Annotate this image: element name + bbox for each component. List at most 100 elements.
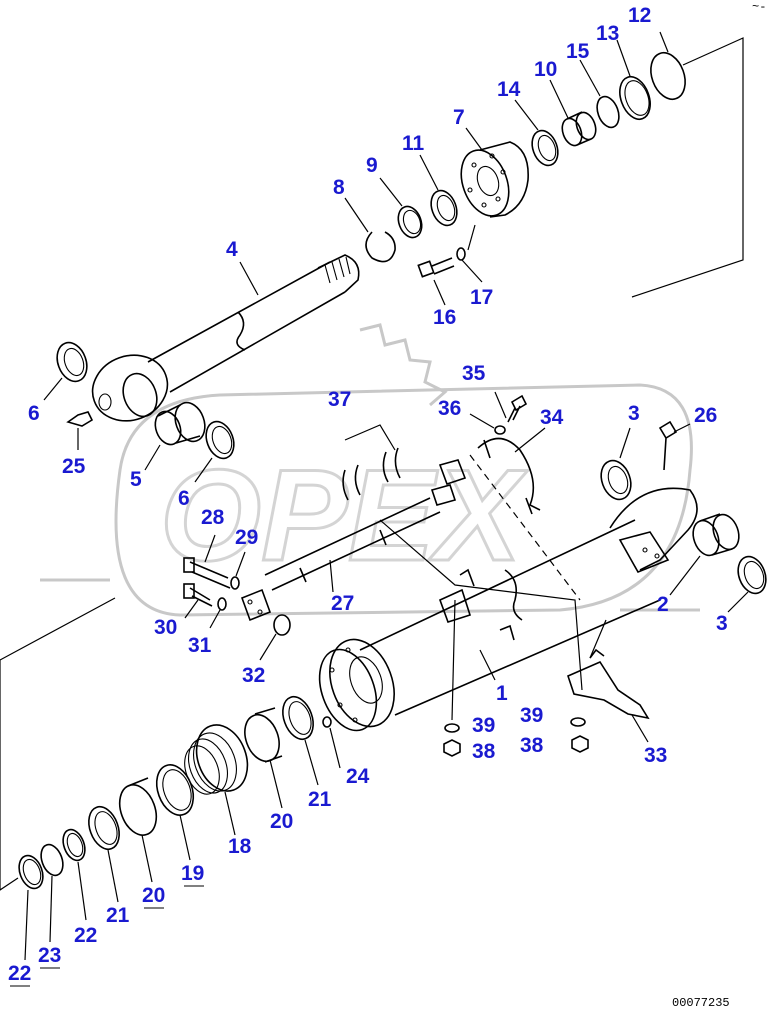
part-2-bushing xyxy=(692,513,740,557)
part-35-bolt xyxy=(507,394,528,423)
part-25-grease-fitting xyxy=(66,411,94,427)
callout-13: 13 xyxy=(596,22,619,45)
callout-labels: 12 13 15 10 14 7 11 9 8 4 17 16 6 25 5 6… xyxy=(8,4,728,985)
callout-6-mid: 6 xyxy=(178,487,190,510)
part-22-ring-upper xyxy=(62,828,86,862)
callout-14: 14 xyxy=(497,78,521,101)
part-32-o-ring xyxy=(273,614,291,636)
callout-6-top: 6 xyxy=(28,402,40,425)
part-18-piston xyxy=(184,724,249,795)
part-34-clamp xyxy=(477,437,541,515)
part-6-dust-seal-top xyxy=(56,341,88,383)
callout-5: 5 xyxy=(130,468,142,491)
part-28-bolt xyxy=(183,557,231,589)
callout-9: 9 xyxy=(366,154,378,177)
part-22-ring-lower xyxy=(18,854,44,890)
callout-10: 10 xyxy=(534,58,557,81)
callout-26: 26 xyxy=(694,404,717,427)
callout-39-left: 39 xyxy=(472,714,495,737)
part-15-ring xyxy=(596,95,620,129)
part-17-washer xyxy=(456,247,466,261)
part-3-dust-seal-right xyxy=(737,555,767,595)
callout-33: 33 xyxy=(644,744,667,767)
callout-20-lower: 20 xyxy=(142,884,165,907)
part-8-snap-ring xyxy=(365,231,396,263)
part-31-washer xyxy=(217,597,227,611)
part-12-o-ring xyxy=(650,51,686,101)
part-1-cylinder-tube xyxy=(318,519,661,732)
part-29-washer xyxy=(230,576,240,590)
callout-36: 36 xyxy=(438,397,461,420)
callout-28: 28 xyxy=(201,506,225,529)
callout-34: 34 xyxy=(540,406,564,429)
part-7-cylinder-head xyxy=(460,141,529,218)
callout-25: 25 xyxy=(62,455,86,478)
callout-1: 1 xyxy=(496,682,508,705)
assembly-frame-lines xyxy=(0,37,744,891)
part-38-nut-left xyxy=(443,739,461,757)
callout-30: 30 xyxy=(154,616,177,639)
callout-23: 23 xyxy=(38,944,61,967)
callout-3-top: 3 xyxy=(628,402,640,425)
callout-15: 15 xyxy=(566,40,590,63)
cylinder-bottom-clevis xyxy=(609,487,698,574)
flange-block xyxy=(240,588,272,622)
callout-7: 7 xyxy=(453,106,465,129)
part-9-ring xyxy=(397,205,423,239)
part-39-washer-left xyxy=(444,723,460,733)
callout-32: 32 xyxy=(242,664,265,687)
part-6-dust-seal-mid xyxy=(205,420,235,460)
part-36-washer xyxy=(494,425,506,435)
leader-lines xyxy=(24,31,749,961)
callout-20-upper: 20 xyxy=(270,810,293,833)
callout-12: 12 xyxy=(628,4,651,27)
callout-31: 31 xyxy=(188,634,212,657)
part-37-hose-assembly xyxy=(342,424,467,506)
part-26-fitting xyxy=(658,420,678,471)
callout-16: 16 xyxy=(433,306,456,329)
part-27-tube xyxy=(264,497,441,591)
part-5-bushing xyxy=(154,401,206,446)
watermark-logo: OPEX xyxy=(40,323,700,617)
callout-38-left: 38 xyxy=(472,740,496,763)
callout-39-right: 39 xyxy=(520,704,543,727)
part-21-ring-upper xyxy=(282,695,314,741)
callout-22-upper: 22 xyxy=(74,924,97,947)
part-38-nut-right xyxy=(571,735,589,753)
callout-2: 2 xyxy=(657,593,669,616)
callout-27: 27 xyxy=(331,592,354,615)
part-33-bracket xyxy=(567,648,650,720)
callout-24: 24 xyxy=(346,765,370,788)
callout-38-right: 38 xyxy=(520,734,544,757)
callout-21-upper: 21 xyxy=(308,788,332,811)
callout-19: 19 xyxy=(181,862,204,885)
part-20-ring-upper xyxy=(244,707,283,763)
part-20-ring-lower xyxy=(118,777,158,836)
callout-4: 4 xyxy=(226,238,238,261)
callout-37: 37 xyxy=(328,388,351,411)
corner-mark: ~- xyxy=(752,0,766,14)
part-13-ring xyxy=(619,75,651,121)
part-30-bolt xyxy=(183,583,213,607)
callout-21-lower: 21 xyxy=(106,904,130,927)
part-10-bushing xyxy=(561,111,597,147)
svg-text:OPEX: OPEX xyxy=(160,442,529,588)
callout-8: 8 xyxy=(333,176,345,199)
callout-underlines xyxy=(10,885,204,987)
callout-18: 18 xyxy=(228,835,252,858)
part-11-seal xyxy=(430,189,458,227)
callout-17: 17 xyxy=(470,286,493,309)
part-39-washer-right xyxy=(570,717,586,727)
part-3-dust-seal-top xyxy=(600,459,632,501)
callout-3-right: 3 xyxy=(716,612,728,635)
callout-11: 11 xyxy=(402,132,425,155)
part-14-seal xyxy=(531,129,559,167)
part-24-plug xyxy=(322,716,332,728)
part-19-ring xyxy=(155,764,195,816)
part-21-ring-lower xyxy=(88,805,120,851)
callout-29: 29 xyxy=(235,526,258,549)
part-16-bolt xyxy=(417,257,455,278)
drawing-number: 00077235 xyxy=(672,996,730,1010)
callout-35: 35 xyxy=(462,362,486,385)
